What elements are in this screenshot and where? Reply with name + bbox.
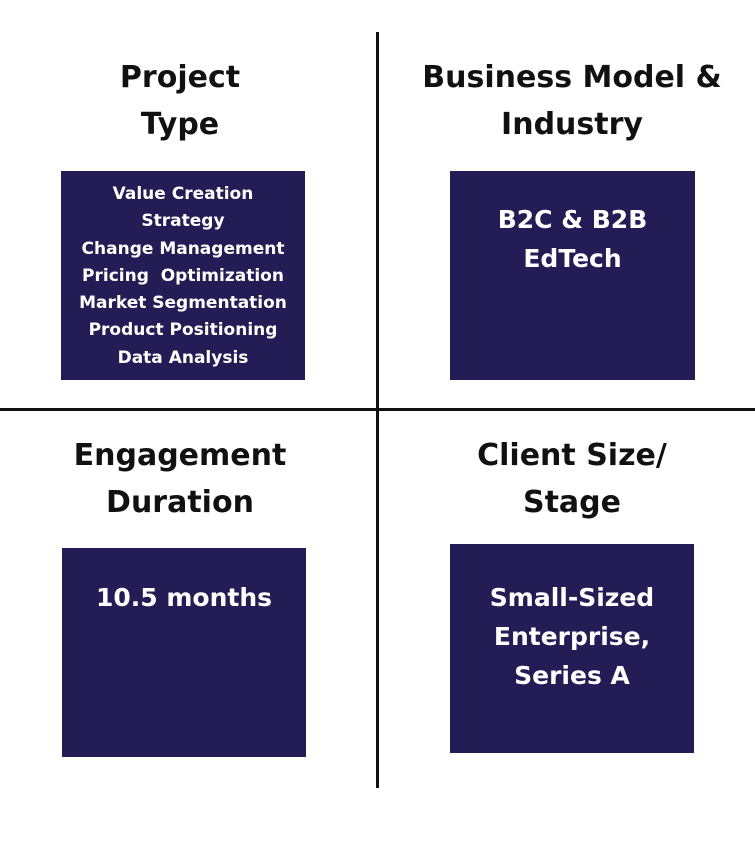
engagement-duration-box: 10.5 months (62, 548, 306, 757)
project-type-item: Change Management (81, 238, 285, 259)
project-type-item: Data Analysis (117, 347, 249, 368)
engagement-duration-heading-line: Engagement (73, 438, 287, 473)
client-size-item: Small-Sized (489, 583, 655, 612)
project-type-heading-line: Type (140, 107, 220, 142)
client-size-heading-line: Client Size/ (477, 438, 667, 473)
project-type-heading-line: Project (119, 60, 241, 95)
business-model-item: B2C & B2B (497, 205, 648, 234)
client-size-heading-line: Stage (522, 485, 621, 520)
business-model-heading: Business Model & Industry (412, 54, 732, 148)
business-model-heading-line: Industry (501, 107, 643, 142)
project-type-item: Strategy (141, 211, 225, 232)
project-type-box: Value Creation Strategy Change Managemen… (61, 171, 305, 380)
business-model-heading-line: Business Model & (422, 60, 722, 95)
business-model-box: B2C & B2B EdTech (450, 171, 695, 380)
project-type-item: Pricing Optimization (82, 265, 284, 286)
business-model-item: EdTech (523, 244, 622, 273)
client-size-heading: Client Size/ Stage (412, 432, 732, 526)
project-type-item: Value Creation (112, 184, 254, 204)
client-size-box: Small-Sized Enterprise, Series A (450, 544, 694, 753)
engagement-duration-value: 10.5 months (95, 583, 273, 612)
project-type-item: Market Segmentation (79, 293, 287, 314)
horizontal-divider (0, 408, 755, 411)
client-size-item: Series A (514, 661, 630, 690)
engagement-duration-heading: Engagement Duration (30, 432, 330, 526)
project-type-item: Product Positioning (88, 320, 278, 341)
engagement-duration-heading-line: Duration (106, 485, 254, 520)
project-type-heading: Project Type (30, 54, 330, 148)
client-size-item: Enterprise, (493, 622, 651, 651)
